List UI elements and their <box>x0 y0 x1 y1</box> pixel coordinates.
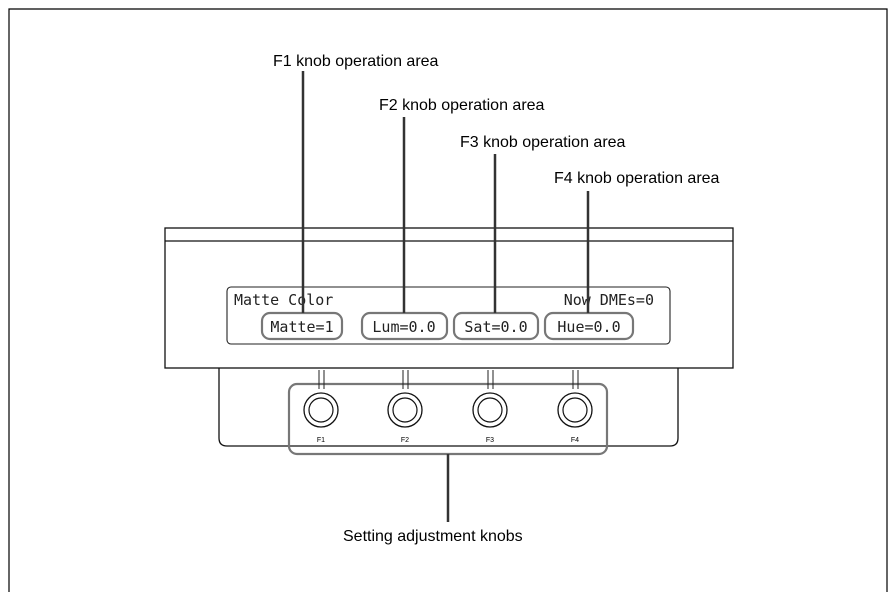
param-hue: Hue=0.0 <box>557 318 620 336</box>
lcd-title: Matte Color <box>234 291 333 309</box>
knob-label-f2: F2 <box>401 437 409 444</box>
callout-knobs: Setting adjustment knobs <box>343 528 523 545</box>
knob-label-f1: F1 <box>317 437 325 444</box>
lcd-status: Now DMEs=0 <box>564 291 654 309</box>
knob-cap <box>392 397 418 423</box>
knob-f1[interactable]: F1 <box>303 370 339 444</box>
callout-f4: F4 knob operation area <box>554 170 720 187</box>
callout-f1: F1 knob operation area <box>273 53 439 70</box>
knob-housing <box>218 368 679 447</box>
knob-f2[interactable]: F2 <box>387 370 423 444</box>
knob-label-f3: F3 <box>486 437 494 444</box>
param-sat: Sat=0.0 <box>464 318 527 336</box>
param-matte: Matte=1 <box>270 318 333 336</box>
knob-f3[interactable]: F3 <box>472 370 508 444</box>
param-lum: Lum=0.0 <box>372 318 435 336</box>
lcd-frame <box>226 286 671 345</box>
figure-frame <box>8 8 888 592</box>
knob-group-highlight <box>287 382 609 456</box>
callout-f2: F2 knob operation area <box>379 97 545 114</box>
callout-f3: F3 knob operation area <box>460 134 626 151</box>
control-panel <box>164 227 734 447</box>
knob-cap <box>477 397 503 423</box>
lcd-display: Matte Color Now DMEs=0 Matte=1 Lum=0.0 S… <box>226 286 671 345</box>
knob-cap <box>562 397 588 423</box>
knob-cap <box>308 397 334 423</box>
panel-housing <box>164 227 734 369</box>
knob-f4[interactable]: F4 <box>557 370 593 444</box>
knob-label-f4: F4 <box>571 437 579 444</box>
